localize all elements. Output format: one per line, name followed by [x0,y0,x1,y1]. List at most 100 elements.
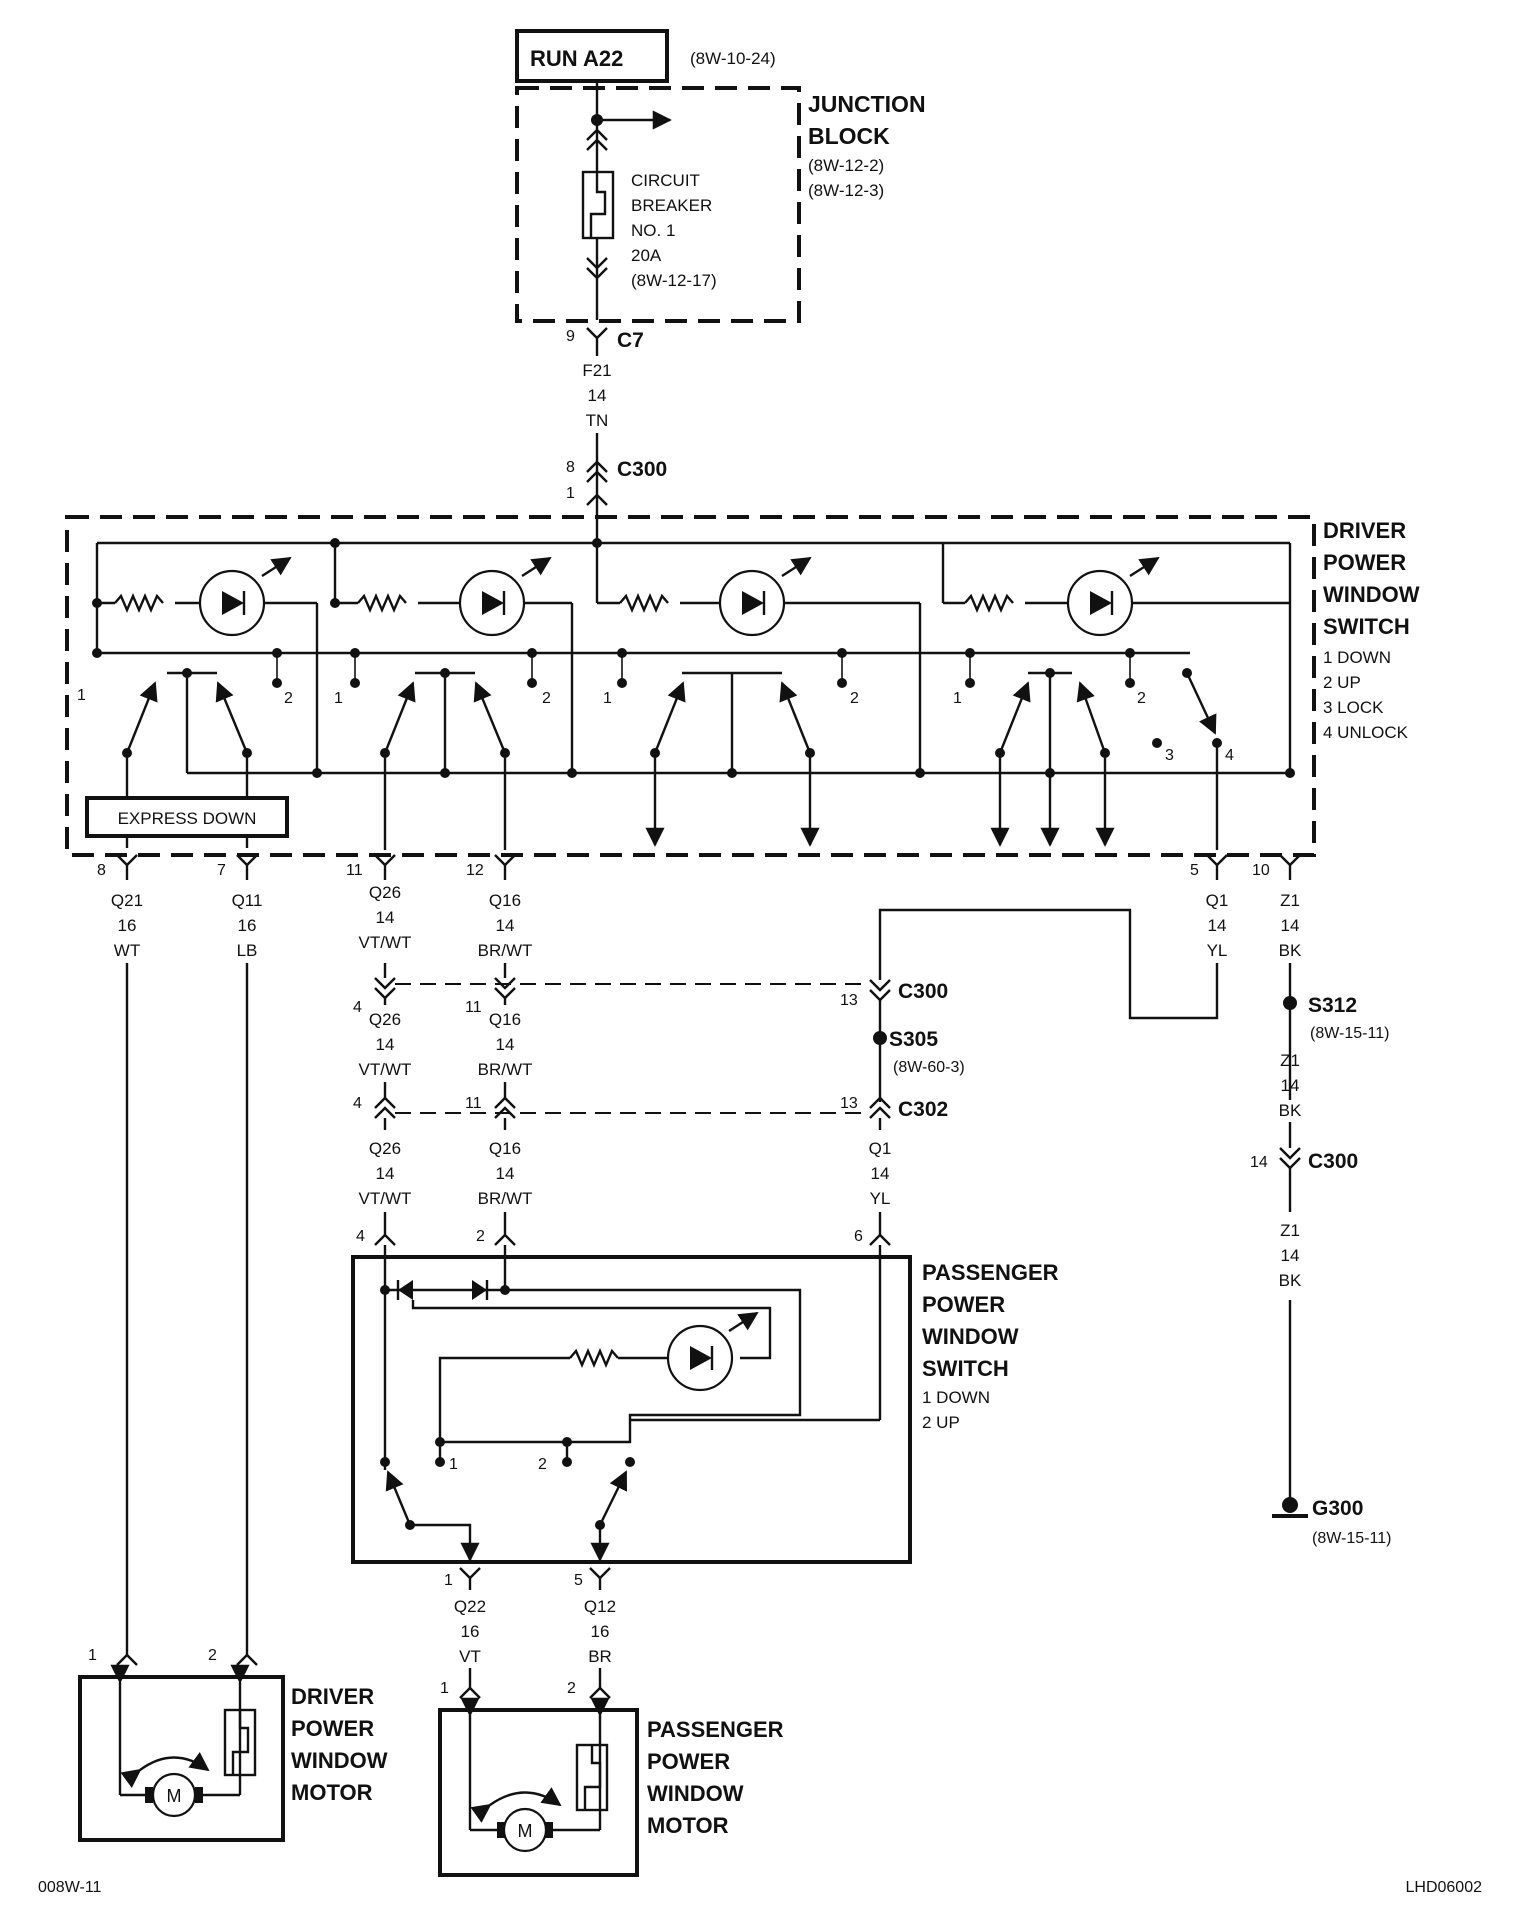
z1-lower-circuit: Z1 [1280,1221,1300,1240]
pass-motor-title-3: WINDOW [647,1781,744,1806]
wire-q21-circuit: Q21 [111,891,143,910]
c300-mid-label: C300 [898,980,948,1003]
driver-motor-pin-2: 2 [208,1647,217,1664]
passenger-switch-border [351,1255,912,1564]
run-a22-source: RUN A22 (8W-10-24) [515,29,776,83]
driver-motor-m: M [167,1786,182,1806]
express-down-box [85,796,289,838]
c300-top-label: C300 [617,458,667,481]
driver-switch-contacts-4 [990,668,1115,847]
pass-contact-1: 1 [449,1456,458,1473]
ground-symbol [1282,1497,1298,1513]
s312-ref: (8W-15-11) [1310,1025,1389,1042]
breaker-text-1: CIRCUIT [631,171,700,190]
contact-label-d2: 2 [1137,690,1146,707]
driver-lock-switch [1185,672,1222,850]
pass-in-pin-2: 2 [476,1228,485,1245]
driver-motor-title-1: DRIVER [291,1684,374,1709]
wire-q1-loop [878,908,1219,1020]
pass-switch-title-1: PASSENGER [922,1260,1059,1285]
pass-motor-pin-1: 1 [440,1680,449,1697]
contact-label-d1: 1 [953,690,962,707]
c300-mid-pin-4: 4 [353,999,362,1016]
c300-ground-pin: 14 [1250,1154,1268,1171]
splice-s305: S305 (8W-60-3) [873,1028,965,1076]
c300-mid-connector: 4 11 13 C300 Q26 14 VT/WT Q16 14 BR/WT [353,963,948,1102]
driver-motor-title-3: WINDOW [291,1748,388,1773]
q22-color: VT [459,1647,481,1666]
driver-switch-title-1: DRIVER [1323,518,1406,543]
footer-left-code: 008W-11 [38,1879,102,1896]
pass-switch-title-2: POWER [922,1292,1005,1317]
driver-switch-contacts-1 [122,668,252,798]
q22-gauge: 16 [461,1622,480,1641]
run-a22-label: RUN A22 [530,46,623,71]
wire-q21-color: WT [114,941,140,960]
led-indicator-1 [97,556,319,773]
g300-label: G300 [1312,1497,1363,1520]
c300-mid-q26-color: VT/WT [359,1060,412,1079]
express-down-label: EXPRESS DOWN [118,809,257,828]
wire-q11-gauge: 16 [238,916,257,935]
c302-q1-color: YL [870,1189,891,1208]
z1-lower-gauge: 14 [1281,1246,1300,1265]
passenger-power-window-motor: 1 2 M PASSENGER POWER WINDOW MOTOR [438,1680,784,1877]
c302-label: C302 [898,1098,948,1121]
pass-contact-2: 2 [538,1456,547,1473]
c302-connector: 4 11 13 C302 Q26 14 VT/WT Q16 14 BR/WT Q… [353,1082,948,1225]
pass-switch-title-4: SWITCH [922,1356,1009,1381]
wire-z1-circuit: Z1 [1280,891,1300,910]
passenger-power-window-switch: 4 2 6 PASSENGER POWER WINDOW SWITCH 1 DO… [351,1225,1059,1688]
f21-color: TN [586,411,609,430]
c7-connector: 9 C7 F21 14 TN 8 1 C300 [566,327,667,520]
driver-switch-legend-4: 4 UNLOCK [1323,723,1409,742]
c300-ground-label: C300 [1308,1150,1358,1173]
wire-q11-color: LB [237,941,258,960]
contact-label-unlock: 4 [1225,747,1234,764]
driver-switch-title-3: WINDOW [1323,582,1420,607]
driver-switch-contacts-2 [380,668,510,850]
c302-q16-gauge: 14 [496,1164,515,1183]
c302-pin-13: 13 [840,1095,858,1112]
driver-switch-title-2: POWER [1323,550,1406,575]
s305-ref: (8W-60-3) [893,1059,965,1076]
driver-switch-legend-1: 1 DOWN [1323,648,1391,667]
pass-switch-legend-2: 2 UP [922,1413,960,1432]
junction-block-title-1: JUNCTION [808,91,926,117]
pin-5-label: 5 [1190,862,1199,879]
pass-in-pin-4: 4 [356,1228,365,1245]
pass-out-pin-1: 1 [444,1572,453,1589]
wire-q1-color: YL [1207,941,1228,960]
z1-upper-circuit: Z1 [1280,1051,1300,1070]
q12-color: BR [588,1647,612,1666]
c302-q16-color: BR/WT [478,1189,533,1208]
pass-motor-pin-2: 2 [567,1680,576,1697]
contact-label-lock: 3 [1165,747,1174,764]
q12-gauge: 16 [591,1622,610,1641]
s305-label: S305 [889,1028,938,1051]
f21-circuit: F21 [582,361,611,380]
pass-motor-m: M [518,1821,533,1841]
c300-mid-q16-gauge: 14 [496,1035,515,1054]
pin-12-label: 12 [466,862,484,879]
pass-motor-title-2: POWER [647,1749,730,1774]
driver-switch-title-4: SWITCH [1323,614,1410,639]
c302-q1-gauge: 14 [871,1164,890,1183]
run-a22-ref: (8W-10-24) [690,49,776,68]
driver-power-window-motor: 1 2 M DRIVER POWER WINDOW MOTOR [78,1647,388,1842]
g300-ref: (8W-15-11) [1312,1530,1391,1547]
c302-pin-11: 11 [465,1095,482,1112]
contact-label-b2: 2 [542,690,551,707]
contact-label-b1: 1 [334,690,343,707]
wire-q16-gauge: 14 [496,916,515,935]
wire-q1-circuit: Q1 [1206,891,1229,910]
contact-label-a2: 2 [284,690,293,707]
c300-mid-pin-11: 11 [465,999,482,1016]
driver-switch-legend-3: 3 LOCK [1323,698,1384,717]
run-a22-box [515,29,669,83]
junction-block-border [515,86,801,323]
driver-motor-pin-1: 1 [88,1647,97,1664]
junction-block: JUNCTION BLOCK (8W-12-2) (8W-12-3) CIRCU… [515,81,926,323]
